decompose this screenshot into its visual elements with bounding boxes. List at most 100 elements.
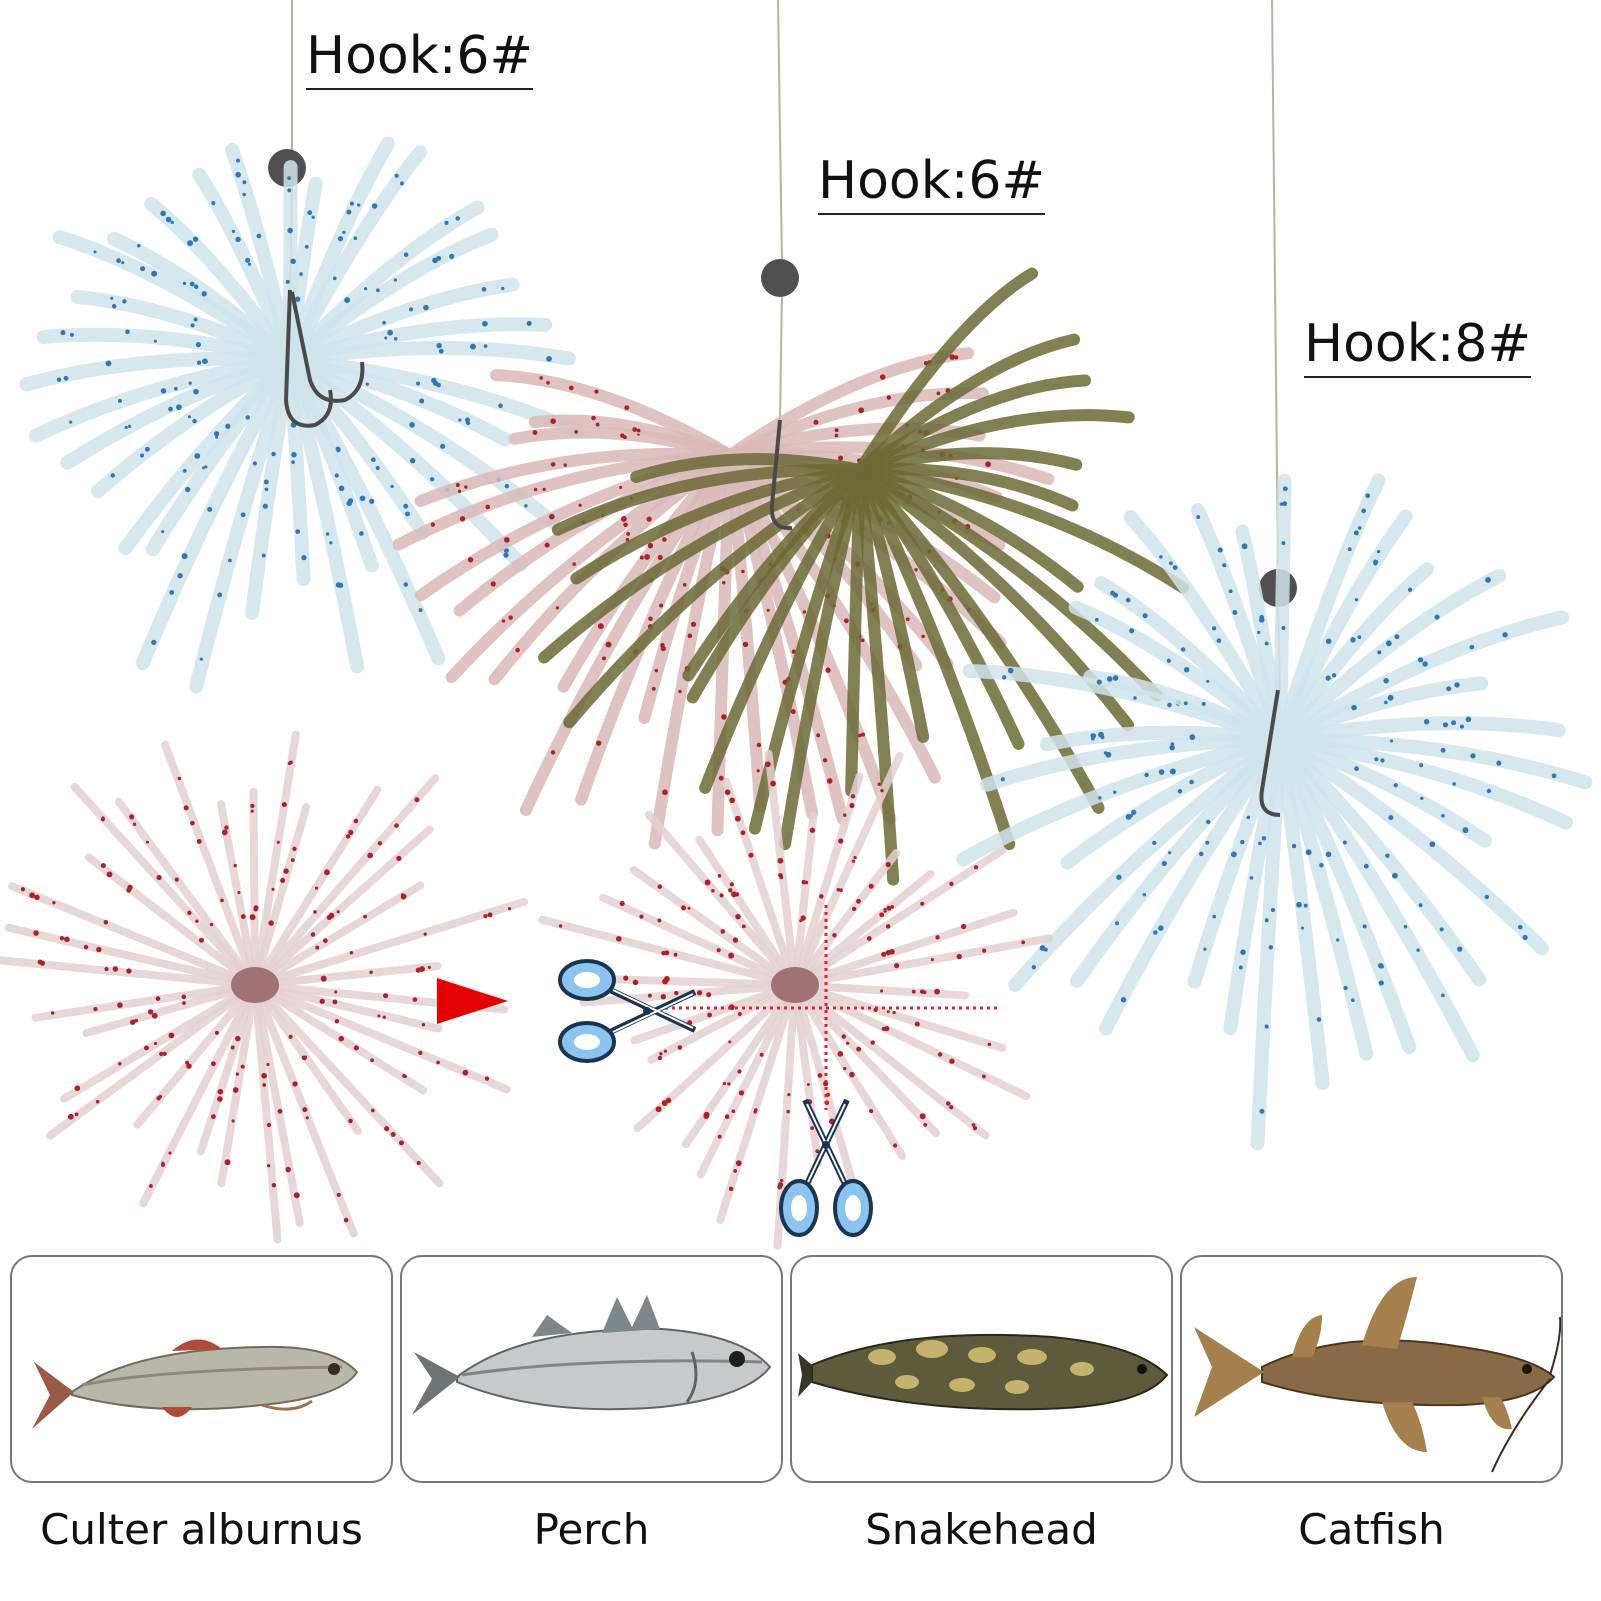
lure-speckle xyxy=(393,278,398,282)
lure-speckle xyxy=(93,1007,98,1012)
lure-speckle xyxy=(320,975,327,982)
lure-speckle xyxy=(418,1050,423,1055)
lure-speckle xyxy=(923,361,929,366)
lure-speckle xyxy=(843,813,847,817)
lure-speckle xyxy=(182,1001,186,1005)
lure-speckle xyxy=(100,863,106,869)
lure-speckle xyxy=(550,462,556,467)
lure-speckle xyxy=(591,415,596,421)
red-octopus-lure xyxy=(392,347,1055,850)
lure-speckle xyxy=(885,861,891,868)
lure-speckle xyxy=(815,1149,820,1154)
lure-speckle xyxy=(1257,630,1261,635)
lure-speckle xyxy=(905,617,910,622)
lure-speckle xyxy=(336,1192,341,1198)
lure-speckle xyxy=(74,1085,81,1092)
lure-speckle xyxy=(1291,843,1297,849)
lure-speckle xyxy=(526,320,532,327)
lure-speckle xyxy=(707,1012,712,1018)
lure-tentacle xyxy=(854,464,1189,594)
lure-speckle xyxy=(1470,753,1476,759)
fish-card-culter-alburnus xyxy=(10,1255,393,1483)
lure-speckle xyxy=(1452,782,1456,786)
lure-speckle xyxy=(605,641,612,648)
lure-tentacle xyxy=(630,453,866,483)
lure-speckle xyxy=(880,789,884,793)
lure-speckle xyxy=(409,307,414,312)
lure-speckle xyxy=(225,423,231,429)
lure-speckle xyxy=(1353,530,1359,536)
lure-speckle xyxy=(375,465,380,471)
lure-speckle xyxy=(802,610,807,614)
lure-speckle xyxy=(949,1058,955,1064)
lure-speckle xyxy=(922,990,927,995)
lure-speckle xyxy=(160,388,167,394)
lure-speckle xyxy=(467,557,474,563)
lure-speckle xyxy=(780,1178,784,1183)
lure-tentacle xyxy=(791,846,1007,989)
lure-speckle xyxy=(349,950,354,955)
lure-speckle xyxy=(139,453,145,458)
lure-speckle xyxy=(949,1105,954,1110)
lure-speckle xyxy=(657,554,663,560)
lure-speckle xyxy=(414,797,420,803)
lure-speckle xyxy=(196,839,202,844)
lure-tentacle xyxy=(251,785,382,989)
lure-speckle xyxy=(914,1021,920,1027)
lure-speckle xyxy=(572,562,576,566)
lure-speckle xyxy=(764,761,771,768)
lure-speckle xyxy=(403,503,409,509)
lure-tentacle xyxy=(29,353,297,443)
lure-speckle xyxy=(1357,526,1362,530)
lure-speckle xyxy=(371,1108,375,1113)
lure-speckle xyxy=(377,841,383,846)
lure-tentacle xyxy=(854,267,1039,476)
lure-speckle xyxy=(574,430,579,434)
lure-tentacle xyxy=(854,333,1081,476)
lure-speckle xyxy=(711,888,715,893)
lure-speckle xyxy=(1007,667,1014,674)
lure-speckle xyxy=(834,433,839,438)
lure-speckle xyxy=(271,887,275,891)
lure-tentacle xyxy=(283,341,576,367)
lure-speckle xyxy=(1469,644,1475,650)
lure-speckle xyxy=(116,258,121,264)
lure-speckle xyxy=(121,261,125,265)
lure-speckle xyxy=(1485,577,1491,583)
lure-speckle xyxy=(632,979,639,986)
lure-speckle xyxy=(804,880,809,885)
lure-speckle xyxy=(1376,549,1381,554)
lure-speckle xyxy=(720,929,726,934)
lure-speckle xyxy=(287,227,293,234)
lure-speckle xyxy=(280,877,286,883)
lure-speckle xyxy=(1496,760,1502,766)
lure-speckle xyxy=(1442,722,1449,728)
lure-speckle xyxy=(188,381,192,385)
lure-speckle xyxy=(1201,701,1206,706)
lure-speckle xyxy=(436,342,442,349)
lure-speckle xyxy=(1189,734,1196,741)
lure-speckle xyxy=(1423,719,1430,725)
lure-speckle xyxy=(1000,777,1005,782)
lure-speckle xyxy=(1094,617,1099,622)
lure-tentacle xyxy=(1273,733,1550,956)
lure-speckle xyxy=(455,483,460,488)
lure-speckle xyxy=(879,374,886,380)
lure-speckle xyxy=(193,388,199,395)
lure-speckle xyxy=(292,1081,298,1087)
lure-speckle xyxy=(1106,676,1113,682)
lure-speckle xyxy=(937,1052,943,1057)
lure-speckle xyxy=(838,838,844,844)
lure-speckle xyxy=(839,888,843,893)
lure-speckle xyxy=(383,993,389,999)
lure-speckle xyxy=(436,382,441,388)
lure-speckle xyxy=(1387,694,1394,701)
lure-speckle xyxy=(1383,700,1388,705)
lure-speckle xyxy=(122,299,127,304)
lure-speckle xyxy=(353,1045,359,1051)
lure-speckle xyxy=(856,1046,862,1052)
lure-speckle xyxy=(311,215,315,219)
lure-speckle xyxy=(95,1099,100,1104)
lure-speckle xyxy=(869,1109,874,1114)
lure-speckle xyxy=(548,513,555,520)
